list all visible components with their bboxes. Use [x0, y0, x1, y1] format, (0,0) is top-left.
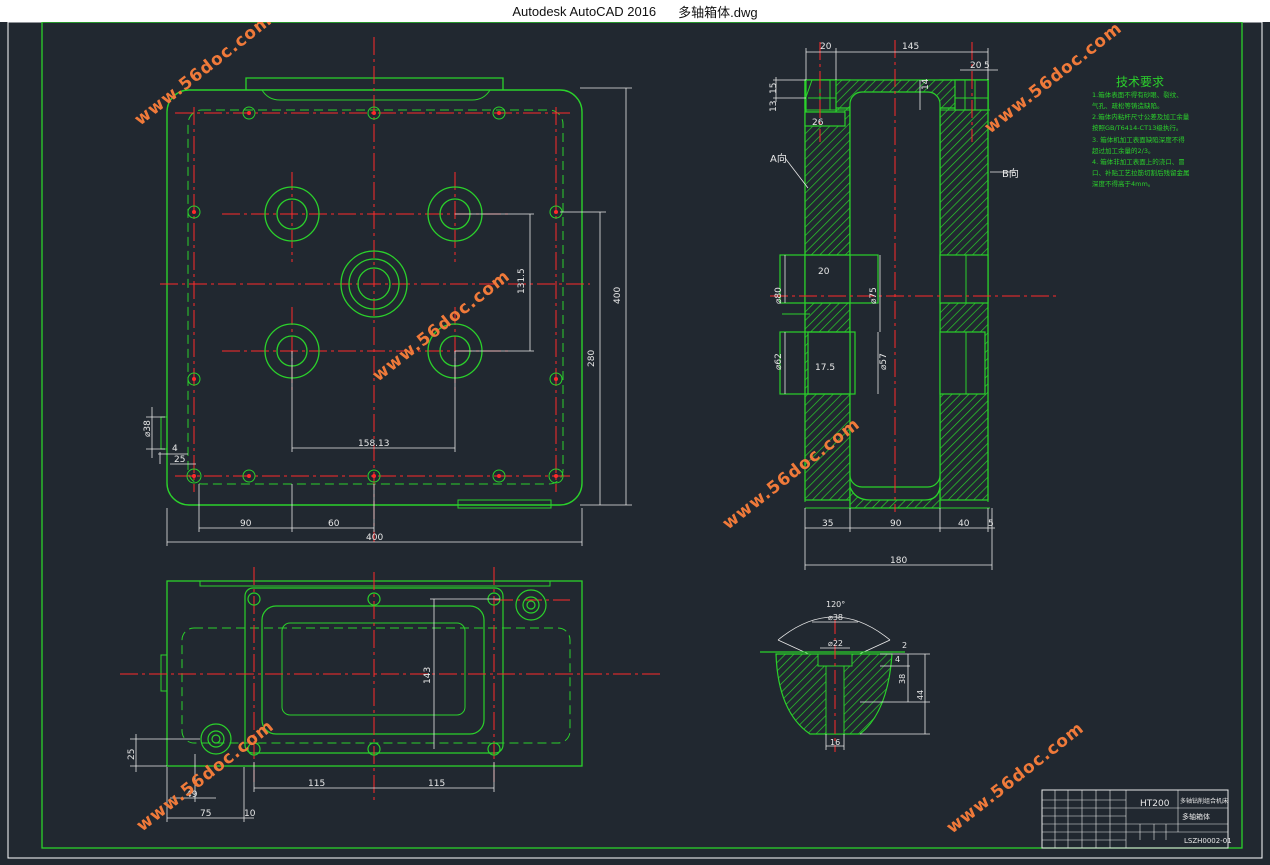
dim-115-right: 115: [428, 779, 445, 789]
dim-detail-dia-22: ⌀22: [828, 639, 843, 648]
dim-angle-120: 120°: [826, 600, 845, 609]
cad-drawing-svg[interactable]: 400 280 131.5 158.13 90 60 400 ⌀38 4 25: [0, 10, 1270, 861]
dim-10: 10: [244, 809, 256, 819]
dim-40: 40: [958, 519, 970, 529]
tech-line: 2.箱体内粘杆尺寸公差及加工余量: [1092, 112, 1190, 121]
dim-90: 90: [240, 519, 252, 529]
dim-dia-57: ⌀57: [879, 353, 889, 370]
top-view[interactable]: 400 280 131.5 158.13 90 60 400 ⌀38 4 25: [143, 37, 632, 546]
drawing-frame: [7, 21, 1263, 859]
tech-line: 气孔、疏松等铸造缺陷。: [1092, 101, 1164, 110]
dim-dia-62: ⌀62: [774, 353, 784, 370]
dim-5-top: 5: [984, 61, 990, 71]
dim-25-bottom: 25: [127, 749, 137, 760]
dim-60: 60: [328, 519, 340, 529]
title-part-name: 多轴箱体: [1182, 812, 1210, 821]
dim-15: 15: [769, 83, 779, 94]
dim-400-vertical: 400: [613, 287, 623, 304]
dim-143: 143: [423, 667, 433, 684]
dim-5-bottom: 5: [988, 519, 994, 529]
dim-20-mid: 20: [818, 267, 830, 277]
tech-line: 按照GB/T6414-CT13级执行。: [1092, 123, 1182, 132]
bottom-view[interactable]: 143 115 115 75 49 10 25: [120, 567, 660, 822]
section-label-b: B向: [1002, 167, 1019, 180]
dim-dia-38: ⌀38: [143, 420, 153, 437]
dim-detail-4: 4: [895, 655, 900, 664]
dim-detail-44: 44: [916, 690, 925, 700]
tech-line: 3. 箱体机加工表面缺陷深度不得: [1092, 135, 1185, 144]
watermark: www.56doc.com: [131, 22, 276, 130]
app-title: Autodesk AutoCAD 2016: [512, 3, 657, 19]
dim-detail-2: 2: [902, 641, 907, 650]
dim-14: 14: [921, 78, 931, 90]
dim-145: 145: [902, 42, 919, 52]
dim-35: 35: [822, 519, 833, 529]
section-label-a: A向: [770, 152, 787, 165]
dim-75: 75: [200, 809, 211, 819]
tech-line: 超过加工余量的2/3。: [1092, 146, 1154, 155]
title-block[interactable]: HT200 多轴钻削组合机床 多轴箱体 LSZH0002-01: [1041, 789, 1232, 849]
drawing-canvas[interactable]: 400 280 131.5 158.13 90 60 400 ⌀38 4 25: [0, 10, 1270, 861]
section-view[interactable]: 20 145 20 5 14 26 15 13 20 ⌀80 ⌀75 ⌀62 1…: [769, 40, 1060, 570]
tech-line: 4. 箱体非加工表面上的浇口、冒: [1092, 157, 1185, 166]
watermark: www.56doc.com: [943, 718, 1088, 838]
dim-20-right: 20: [970, 61, 982, 71]
dim-131-5: 131.5: [517, 268, 527, 294]
dim-detail-dia-38: ⌀38: [828, 613, 843, 622]
detail-view[interactable]: 120° ⌀38 ⌀22 2 4 38 44 16: [760, 600, 930, 752]
dim-26: 26: [812, 118, 824, 128]
dim-90-section: 90: [890, 519, 902, 529]
tech-title: 技术要求: [1116, 75, 1164, 89]
dim-180: 180: [890, 556, 907, 566]
dim-115-left: 115: [308, 779, 325, 789]
dim-20-top: 20: [820, 42, 832, 52]
dim-25: 25: [174, 455, 185, 465]
title-drawing-number: LSZH0002-01: [1184, 837, 1232, 845]
tech-line: 1.箱体表面不得有砂眼、裂纹、: [1092, 90, 1183, 99]
dim-13: 13: [769, 101, 779, 112]
dim-detail-16: 16: [830, 738, 840, 747]
dim-4: 4: [172, 444, 178, 454]
title-material: HT200: [1140, 799, 1170, 809]
dim-detail-38: 38: [898, 674, 907, 684]
title-school: 多轴钻削组合机床: [1180, 797, 1228, 805]
tech-line: 深度不得高于4mm。: [1092, 179, 1154, 188]
dim-158-13: 158.13: [358, 439, 390, 449]
dim-400-horizontal: 400: [366, 533, 383, 543]
dim-49: 49: [186, 790, 198, 800]
file-name: 多轴箱体.dwg: [678, 4, 758, 20]
dim-dia-75: ⌀75: [869, 287, 879, 304]
dim-17-5: 17.5: [815, 363, 835, 373]
tech-line: 口、补贴工艺拉筋切割后残留金属: [1092, 168, 1190, 177]
dim-280: 280: [587, 350, 597, 367]
window-titlebar: Autodesk AutoCAD 2016 多轴箱体.dwg: [0, 0, 1270, 23]
tech-requirements: 技术要求 1.箱体表面不得有砂眼、裂纹、 气孔、疏松等铸造缺陷。 2.箱体内粘杆…: [1092, 75, 1190, 188]
dim-dia-80: ⌀80: [774, 287, 784, 304]
